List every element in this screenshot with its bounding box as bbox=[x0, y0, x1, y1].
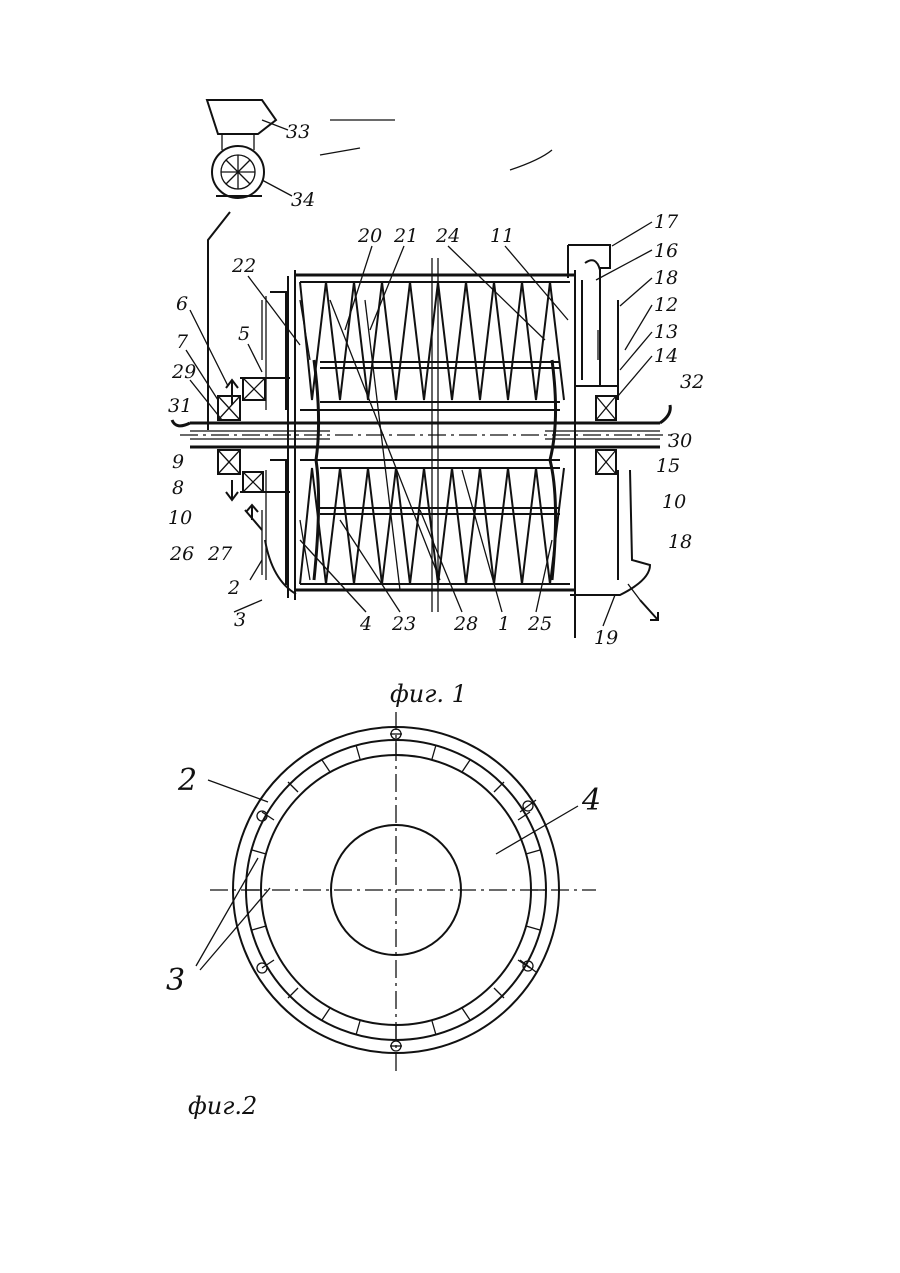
label-18-bottom: 18 bbox=[668, 531, 692, 553]
label-12: 12 bbox=[654, 294, 678, 316]
label-33: 33 bbox=[286, 121, 310, 143]
figure-2-caption: фиг.2 bbox=[188, 1092, 257, 1120]
right-end-housing bbox=[568, 245, 650, 638]
label-15: 15 bbox=[656, 455, 680, 477]
label-3-fig2: 3 bbox=[166, 963, 185, 998]
label-4: 4 bbox=[359, 613, 372, 635]
label-25: 25 bbox=[527, 613, 552, 635]
figure-1-caption: фиг. 1 bbox=[390, 680, 467, 708]
label-31: 31 bbox=[168, 395, 192, 417]
label-29: 29 bbox=[171, 361, 196, 383]
label-17: 17 bbox=[654, 211, 679, 233]
label-1: 1 bbox=[498, 613, 510, 635]
feeder-wheel-34 bbox=[212, 146, 264, 198]
hopper-33 bbox=[207, 100, 276, 150]
label-34: 34 bbox=[291, 189, 315, 211]
label-7: 7 bbox=[176, 331, 189, 353]
label-16: 16 bbox=[654, 240, 678, 262]
label-10-left: 10 bbox=[168, 507, 192, 529]
label-24: 24 bbox=[435, 225, 460, 247]
label-22: 22 bbox=[231, 255, 256, 277]
hose-32 bbox=[660, 405, 670, 423]
label-32: 32 bbox=[680, 371, 704, 393]
label-14: 14 bbox=[654, 345, 678, 367]
label-2: 2 bbox=[227, 577, 240, 599]
label-2-fig2: 2 bbox=[177, 763, 197, 798]
label-5: 5 bbox=[238, 323, 250, 345]
rotor-tubes bbox=[320, 362, 560, 514]
label-18-top: 18 bbox=[654, 267, 678, 289]
scanner-noise bbox=[320, 120, 552, 170]
label-19: 19 bbox=[594, 627, 618, 649]
label-10-right: 10 bbox=[662, 491, 686, 513]
label-8: 8 bbox=[172, 477, 184, 499]
label-11: 11 bbox=[490, 225, 514, 247]
label-27: 27 bbox=[207, 543, 233, 565]
label-6: 6 bbox=[176, 293, 188, 315]
label-28: 28 bbox=[453, 613, 478, 635]
figure-1: 33 34 20 21 24 11 17 16 18 12 13 14 32 3… bbox=[168, 100, 704, 708]
label-4-fig2: 4 bbox=[581, 783, 601, 818]
label-20: 20 bbox=[357, 225, 382, 247]
label-9: 9 bbox=[172, 451, 184, 473]
figure-2: 2 4 3 фиг.2 bbox=[166, 712, 601, 1120]
label-26: 26 bbox=[169, 543, 194, 565]
label-3: 3 bbox=[234, 609, 246, 631]
label-13: 13 bbox=[654, 321, 678, 343]
label-21: 21 bbox=[393, 225, 418, 247]
label-30: 30 bbox=[668, 430, 692, 452]
hose-31 bbox=[172, 420, 190, 426]
label-23: 23 bbox=[391, 613, 416, 635]
shaft bbox=[180, 410, 675, 460]
